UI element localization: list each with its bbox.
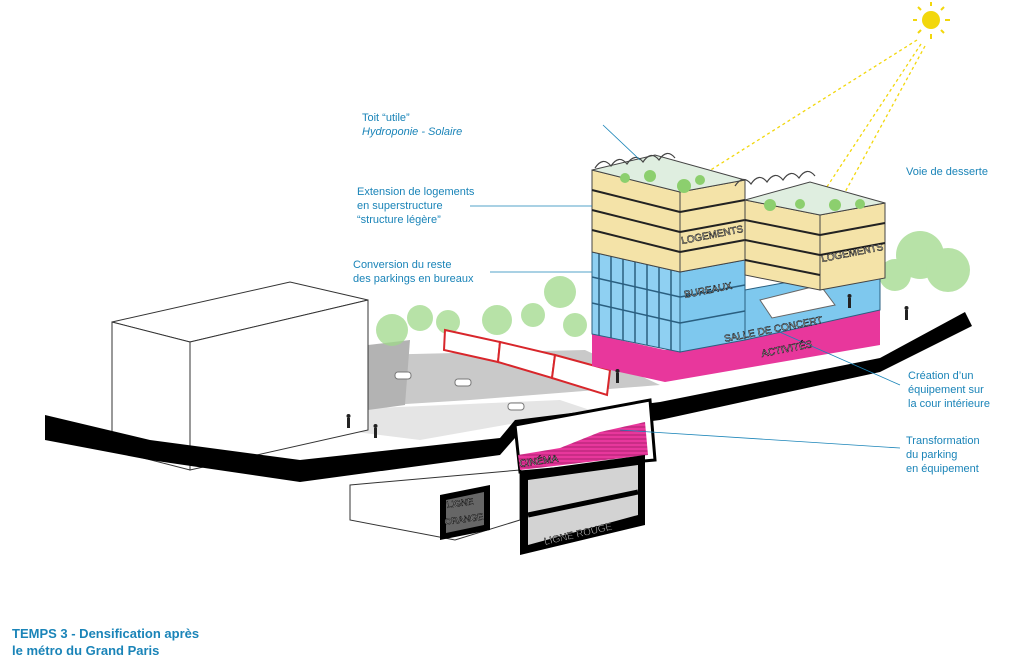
leader-lines (470, 124, 901, 449)
figure-caption: TEMPS 3 - Densification après le métro d… (12, 625, 199, 659)
ligne-orange-label-1: LIGNE (446, 496, 474, 510)
annotation-extension: Extension de logements en superstructure… (357, 185, 474, 227)
underground-volume (349, 469, 521, 541)
sun-rays (689, 39, 926, 206)
annotation-toit-line2: Hydroponie - Solaire (362, 126, 463, 138)
annotation-voie: Voie de desserte (906, 165, 988, 179)
annotation-conversion-line1: Conversion du reste (353, 259, 452, 271)
annotation-transformation: Transformation du parking en équipement (906, 434, 980, 476)
annotation-toit-line1: Toit “utile” (362, 112, 410, 124)
activites-block (592, 308, 880, 382)
annotation-conversion: Conversion du reste des parkings en bure… (353, 258, 473, 286)
annotation-creation: Création d’un équipement sur la cour int… (908, 369, 990, 411)
annotation-toit: Toit “utile” Hydroponie - Solaire (362, 111, 462, 139)
caption-line1: TEMPS 3 - Densification après (12, 626, 200, 641)
ligne-rouge-tunnel (520, 455, 645, 555)
annotation-extension-line3: “structure légère” (357, 214, 441, 226)
sun-icon (913, 2, 950, 39)
existing-building (111, 281, 369, 471)
ligne-orange-tunnel (440, 485, 490, 540)
annotation-extension-line2: en superstructure (357, 200, 443, 212)
annotation-transformation-line3: en équipement (906, 463, 979, 475)
annotation-transformation-line2: du parking (906, 449, 958, 461)
annotation-creation-line2: équipement sur (908, 384, 984, 396)
annotation-creation-line1: Création d’un (908, 370, 974, 382)
tram (442, 328, 612, 397)
cinema-section (513, 398, 657, 474)
caption-line2: le métro du Grand Paris (12, 643, 160, 658)
bureaux-block (591, 251, 746, 353)
annotation-creation-line3: la cour intérieure (908, 398, 990, 410)
annotation-conversion-line2: des parkings en bureaux (353, 273, 474, 285)
annotation-extension-line1: Extension de logements (357, 186, 475, 198)
annotation-voie-line1: Voie de desserte (906, 166, 988, 178)
people (346, 294, 909, 438)
annotation-transformation-line1: Transformation (906, 435, 980, 447)
green-roof (591, 152, 886, 216)
